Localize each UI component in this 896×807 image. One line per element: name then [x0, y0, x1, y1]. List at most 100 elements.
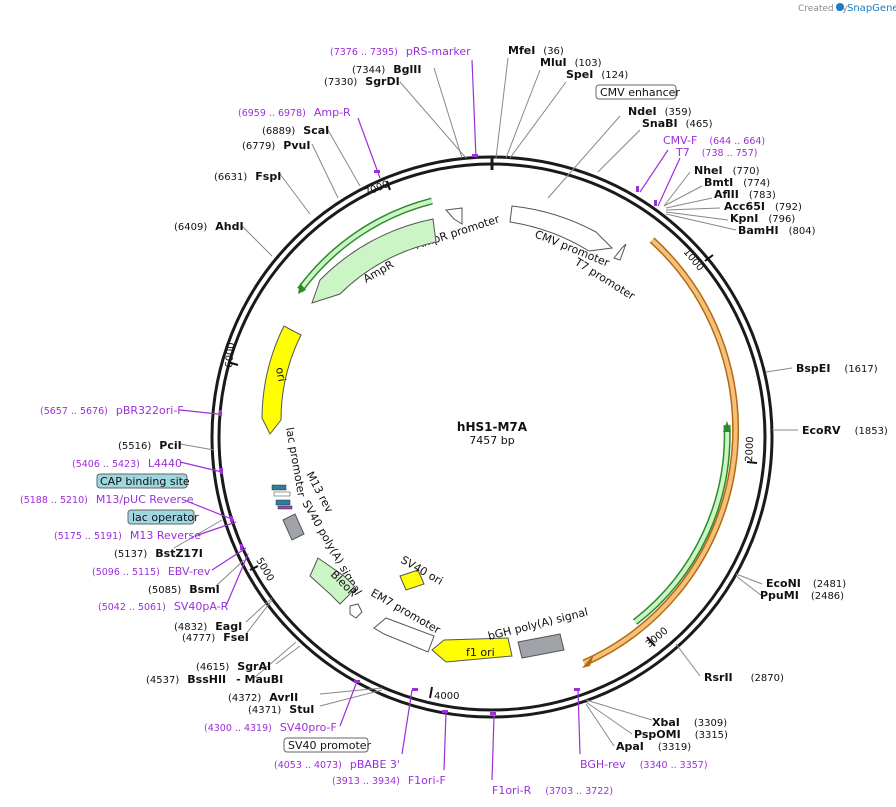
- primer-f1ori-r[interactable]: F1ori-R(3703 .. 3722): [492, 784, 613, 797]
- enzyme-sgrdi[interactable]: (7330)SgrDI: [324, 75, 400, 88]
- enzyme-scai[interactable]: (6889)ScaI: [262, 124, 329, 137]
- enzyme-ecorv[interactable]: EcoRV(1853): [802, 424, 888, 437]
- small-promoter-arrow[interactable]: [349, 603, 363, 619]
- cap-binding-site-box[interactable]: [96, 473, 188, 489]
- primer-m13-puc-reverse[interactable]: (5188 .. 5210)M13/pUC Reverse: [20, 493, 194, 506]
- enzyme-avrii[interactable]: (4372)AvrII: [228, 691, 298, 704]
- primer-prs-marker[interactable]: (7376 .. 7395)pRS-marker: [330, 45, 471, 58]
- enzyme-nhei[interactable]: NheI(770): [694, 164, 760, 177]
- primer-l4440[interactable]: (5406 .. 5423)L4440: [72, 457, 182, 470]
- snapgene-logo-icon: [836, 3, 844, 11]
- enzyme-mfei[interactable]: MfeI(36): [508, 44, 564, 57]
- enzyme-pspomi[interactable]: PspOMI(3315): [634, 728, 728, 741]
- snapgene-brand: SnapGene: [847, 3, 896, 14]
- svg-text:6000: 6000: [224, 342, 237, 368]
- enzyme-apai[interactable]: ApaI(3319): [616, 740, 691, 753]
- svg-text:4000: 4000: [434, 691, 459, 702]
- enzyme-fsei[interactable]: (4777)FseI: [182, 631, 249, 644]
- enzyme-ndei[interactable]: NdeI(359): [628, 105, 692, 118]
- sv40-polya-feature[interactable]: [282, 513, 305, 541]
- enzyme-bsmi[interactable]: (5085)BsmI: [148, 583, 220, 596]
- sv40-promoter-label: SV40 promoter: [288, 739, 372, 752]
- lac-operator-label: lac operator: [132, 511, 199, 524]
- em7-promoter-arrow[interactable]: [373, 617, 435, 653]
- enzyme-snabi[interactable]: SnaBI(465): [642, 117, 713, 130]
- tick-4000: 4000: [429, 686, 459, 702]
- green-arc-top-arrowhead: [298, 283, 306, 294]
- enzyme-aflii[interactable]: AflII(783): [714, 188, 776, 201]
- f1-ori-arrow[interactable]: [431, 637, 513, 663]
- svg-text:2000: 2000: [744, 436, 756, 462]
- cmv-enhancer-label: CMV enhancer: [600, 86, 680, 99]
- enzyme-bsshii[interactable]: (4537)BssHII- MauBI: [146, 673, 283, 686]
- enzyme-spei[interactable]: SpeI(124): [566, 68, 628, 81]
- enzyme-leader-lines: [173, 57, 798, 747]
- ori-arrow[interactable]: [261, 325, 302, 435]
- sv40-promoter-box[interactable]: [283, 737, 369, 753]
- tick-2000: 2000: [744, 436, 758, 464]
- enzyme-ahdi[interactable]: (6409)AhdI: [174, 220, 244, 233]
- green-feature-arrowhead: [723, 421, 731, 432]
- plasmid-size: 7457 bp: [469, 434, 514, 447]
- orange-feature-arrowhead: [582, 654, 594, 668]
- enzyme-rsrii[interactable]: RsrII(2870): [704, 671, 784, 684]
- primer-amp-r[interactable]: (6959 .. 6978)Amp-R: [238, 106, 351, 119]
- bgh-polya-label: bGH poly(A) signal: [487, 605, 590, 642]
- enzyme-bstz17i[interactable]: (5137)BstZ17I: [114, 547, 203, 560]
- orange-feature-arc[interactable]: [583, 238, 738, 665]
- f1-ori-label: f1 ori: [466, 646, 495, 659]
- cmv-enhancer-box[interactable]: [595, 84, 677, 100]
- lac-operator-feature[interactable]: [275, 499, 291, 506]
- cap-binding-site-feature[interactable]: [271, 484, 287, 491]
- ori-label: ori: [273, 366, 288, 382]
- ampr-arrow[interactable]: [311, 218, 437, 304]
- lac-operator-box[interactable]: [127, 509, 195, 525]
- primer-sv40pro-f[interactable]: (4300 .. 4319)SV40pro-F: [204, 721, 337, 734]
- enzyme-sgrai[interactable]: (4615)SgrAI: [196, 660, 271, 673]
- green-arc-top[interactable]: [298, 199, 433, 292]
- bleor-arrow[interactable]: [309, 557, 357, 605]
- ampr-promoter-arrow[interactable]: [444, 207, 463, 225]
- enzyme-bglii[interactable]: (7344)BglII: [352, 63, 421, 76]
- green-feature-arc[interactable]: [633, 424, 730, 624]
- primer-marks: [219, 154, 657, 715]
- enzyme-mlui[interactable]: MluI(103): [540, 56, 602, 69]
- primer-bgh-rev[interactable]: BGH-rev(3340 .. 3357): [580, 758, 708, 771]
- tick-7000: 7000: [363, 179, 391, 199]
- primer-sv40pa-r[interactable]: (5042 .. 5061)SV40pA-R: [98, 600, 229, 613]
- created-by-text: Created by: [798, 4, 848, 14]
- enzyme-xbai[interactable]: XbaI(3309): [652, 716, 727, 729]
- enzyme-stui[interactable]: (4371)StuI: [248, 703, 314, 716]
- primer-cmv-f[interactable]: CMV-F(644 .. 664): [663, 134, 765, 147]
- primer-pbr322ori-f[interactable]: (5657 .. 5676)pBR322ori-F: [40, 404, 184, 417]
- t7-promoter-arrow[interactable]: [613, 243, 627, 261]
- enzyme-bamhi[interactable]: BamHI(804): [738, 224, 816, 237]
- cap-binding-site-label: CAP binding site: [100, 475, 190, 488]
- sv40-ori-feature[interactable]: [399, 569, 425, 591]
- enzyme-bmti[interactable]: BmtI(774): [704, 176, 770, 189]
- svg-text:7000: 7000: [363, 179, 391, 199]
- enzyme-pvui[interactable]: (6779)PvuI: [242, 139, 310, 152]
- enzyme-acc65i[interactable]: Acc65I(792): [724, 200, 802, 213]
- lac-promoter-label: lac promoter: [283, 426, 308, 498]
- tick-6000: 6000: [224, 342, 239, 368]
- enzyme-pcii[interactable]: (5516)PciI: [118, 439, 182, 452]
- plasmid-name: hHS1-M7A: [457, 420, 528, 434]
- primer-f1ori-f[interactable]: (3913 .. 3934)F1ori-F: [332, 774, 446, 787]
- bgh-polya-feature[interactable]: [517, 633, 565, 659]
- enzyme-econi[interactable]: EcoNI(2481): [766, 577, 846, 590]
- primer-t7[interactable]: T7(738 .. 757): [675, 146, 757, 159]
- m13-rev-feature[interactable]: [277, 505, 293, 510]
- svg-text:5000: 5000: [253, 556, 275, 584]
- primer-ebv-rev[interactable]: (5096 .. 5115)EBV-rev: [92, 565, 211, 578]
- enzyme-ppumi[interactable]: PpuMI(2486): [760, 589, 844, 602]
- enzyme-eagi[interactable]: (4832)EagI: [174, 620, 242, 633]
- enzyme-kpni[interactable]: KpnI(796): [730, 212, 795, 225]
- primer-pbabe3[interactable]: (4053 .. 4073)pBABE 3': [274, 758, 400, 771]
- cmv-promoter-arrow[interactable]: [509, 205, 614, 252]
- primer-m13-rev[interactable]: (5175 .. 5191)M13 Reverse: [54, 529, 201, 542]
- enzyme-fspi[interactable]: (6631)FspI: [214, 170, 281, 183]
- enzyme-bspei[interactable]: BspEI(1617): [796, 362, 878, 375]
- lac-promoter-feature[interactable]: [273, 491, 291, 497]
